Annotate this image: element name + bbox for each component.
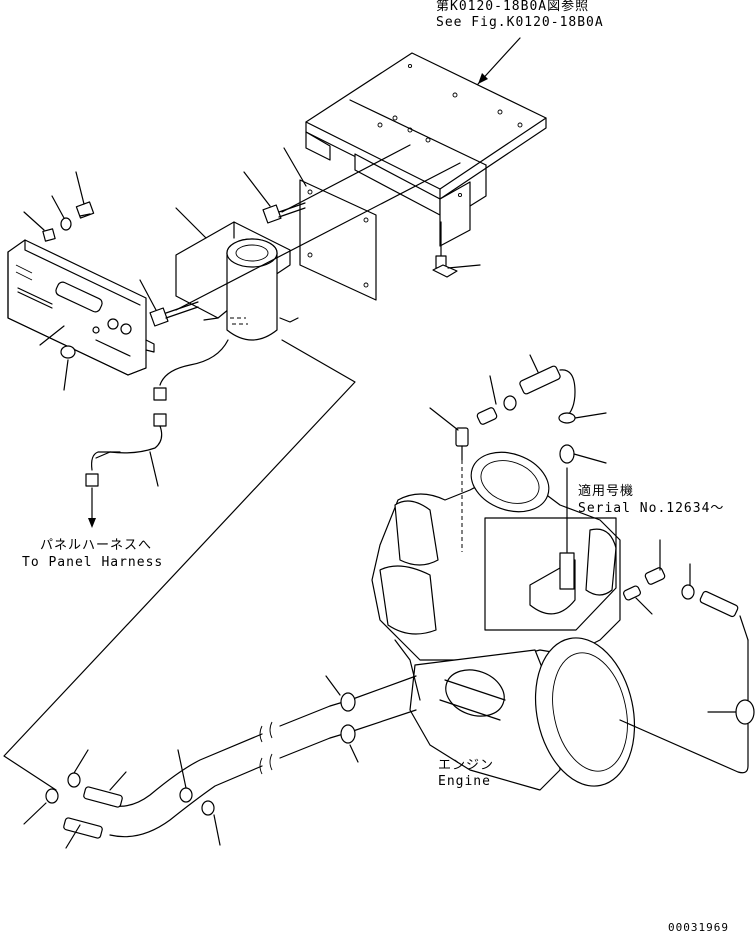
panel-hardware [23, 171, 95, 391]
arrow-icon [88, 518, 96, 528]
right-fitting-hose [619, 539, 755, 774]
panel-cover [7, 239, 155, 376]
serial-label-en: Serial No.12634～ [578, 501, 725, 516]
alignment-lines [175, 144, 461, 311]
engine-label-jp: エンジン [438, 758, 495, 773]
panel-harness-wire [85, 339, 229, 528]
leader-lines [3, 339, 356, 791]
lower-harness [23, 675, 417, 849]
drawing-number: 00031969 [668, 921, 729, 934]
engine-label-en: Engine [438, 774, 491, 789]
buzzer-unit [175, 207, 299, 341]
mounting-plate [283, 147, 377, 301]
top-reference-jp: 第K0120-18B0A図参照 [436, 0, 590, 14]
panel-harness-label-en: To Panel Harness [22, 555, 164, 570]
bracket-screw [432, 221, 481, 278]
top-reference-en: See Fig.K0120-18B0A [436, 15, 604, 30]
arrow-icon [478, 73, 488, 84]
engine [371, 451, 636, 791]
mounting-bracket [305, 52, 547, 247]
reference-arrow [477, 37, 521, 85]
serial-label-jp: 適用号機 [578, 484, 635, 499]
bolt-upper [243, 171, 306, 224]
sensor-hose-assembly [429, 354, 607, 553]
panel-harness-label-jp: パネルハーネスへ [40, 538, 153, 553]
